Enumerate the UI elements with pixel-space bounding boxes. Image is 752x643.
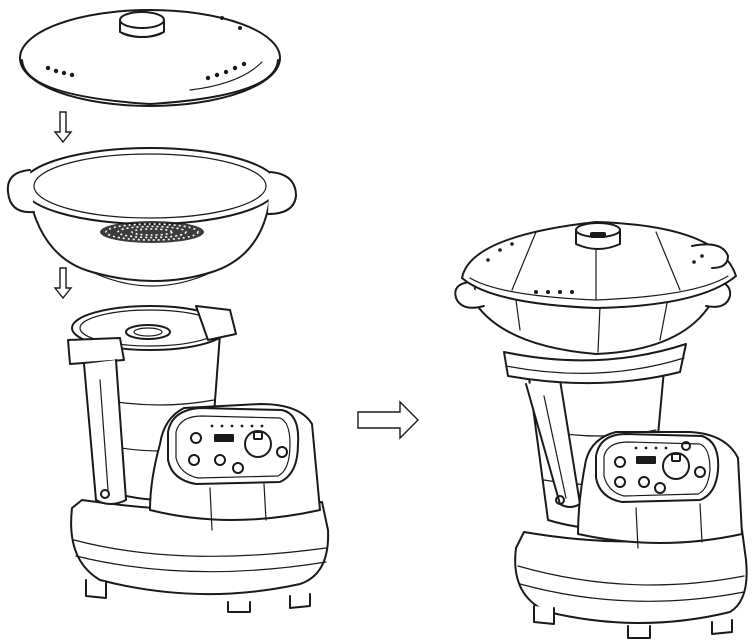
panel-button-icon [232,462,244,474]
steamer-basket [6,147,297,287]
steamer-lid [19,9,281,107]
lid-steam-holes-right [205,16,247,81]
panel-button-icon [190,432,202,444]
panel-button-icon [214,454,226,466]
panel-button-icon [614,456,626,468]
panel-button-icon [681,441,691,451]
panel-button-icon [694,466,706,478]
down-arrow-icon [53,111,73,144]
basket-holes [100,221,204,243]
down-arrow-icon [53,267,73,300]
left-appliance [67,305,330,613]
display-screen [214,434,234,442]
lid-handle [119,11,165,38]
control-panel [167,407,300,485]
control-panel [595,433,720,503]
panel-button-icon [654,482,666,494]
lid-steam-holes-left [45,65,75,78]
panel-button-icon [638,476,650,488]
panel-button-icon [276,446,288,458]
display-screen [636,456,656,464]
panel-button-icon [614,476,626,488]
panel-button-icon [188,454,200,466]
lid-handle [575,222,621,250]
steamer-lid [461,221,737,309]
assembled-appliance [454,221,748,639]
right-arrow-icon [357,400,419,440]
